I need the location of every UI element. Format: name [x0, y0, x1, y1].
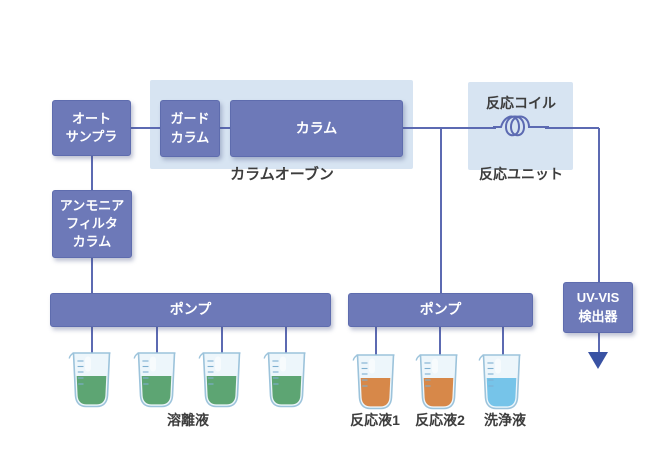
reaction-coil-label: 反応コイル — [486, 95, 556, 111]
wash-label: 洗浄液 — [484, 412, 526, 428]
line-coil-detector — [545, 127, 599, 129]
line-pump-beaker — [502, 326, 504, 356]
line-pump-beaker — [156, 326, 158, 355]
flow-out-arrow-icon — [588, 352, 608, 369]
eluent-label: 溶離液 — [167, 412, 209, 428]
ammonia-filter-column-box: アンモニア フィルタ カラム — [52, 190, 132, 258]
line-filter-pump — [91, 256, 93, 294]
beaker-icon — [68, 352, 111, 408]
reaction-unit-label: 反応ユニット — [479, 166, 563, 182]
eluent-pump-box: ポンプ — [50, 293, 331, 327]
line-pump-beaker — [439, 326, 441, 356]
eluent-beakers — [68, 348, 310, 410]
line-autosampler-guard — [131, 127, 161, 129]
beaker-icon — [352, 354, 395, 410]
reagent-pump-box: ポンプ — [348, 293, 533, 327]
line-autosampler-filter — [91, 155, 93, 191]
reagent1-label: 反応液1 — [350, 412, 400, 428]
line-to-detector — [598, 128, 600, 283]
beaker-icon — [133, 352, 176, 408]
line-pump-beaker — [285, 326, 287, 355]
column-oven-label: カラムオーブン — [230, 166, 334, 183]
reagent-beakers — [352, 350, 525, 412]
line-pump-beaker — [375, 326, 377, 356]
line-column-coil — [401, 127, 496, 129]
line-branch-pump-right — [440, 128, 442, 294]
line-pump-beaker — [91, 326, 93, 355]
uv-vis-detector-box: UV-VIS 検出器 — [563, 282, 633, 333]
beaker-icon — [263, 352, 306, 408]
column-box: カラム — [230, 100, 403, 157]
line-guard-column — [218, 127, 232, 129]
reaction-unit-panel — [468, 82, 573, 170]
guard-column-box: ガード カラム — [160, 100, 220, 157]
line-detector-outlet — [598, 332, 600, 353]
beaker-icon — [198, 352, 241, 408]
line-pump-beaker — [221, 326, 223, 355]
beaker-icon — [478, 354, 521, 410]
reagent2-label: 反応液2 — [415, 412, 465, 428]
reaction-coil-icon — [493, 115, 549, 137]
beaker-icon — [415, 354, 458, 410]
autosampler-box: オート サンプラ — [52, 100, 131, 156]
